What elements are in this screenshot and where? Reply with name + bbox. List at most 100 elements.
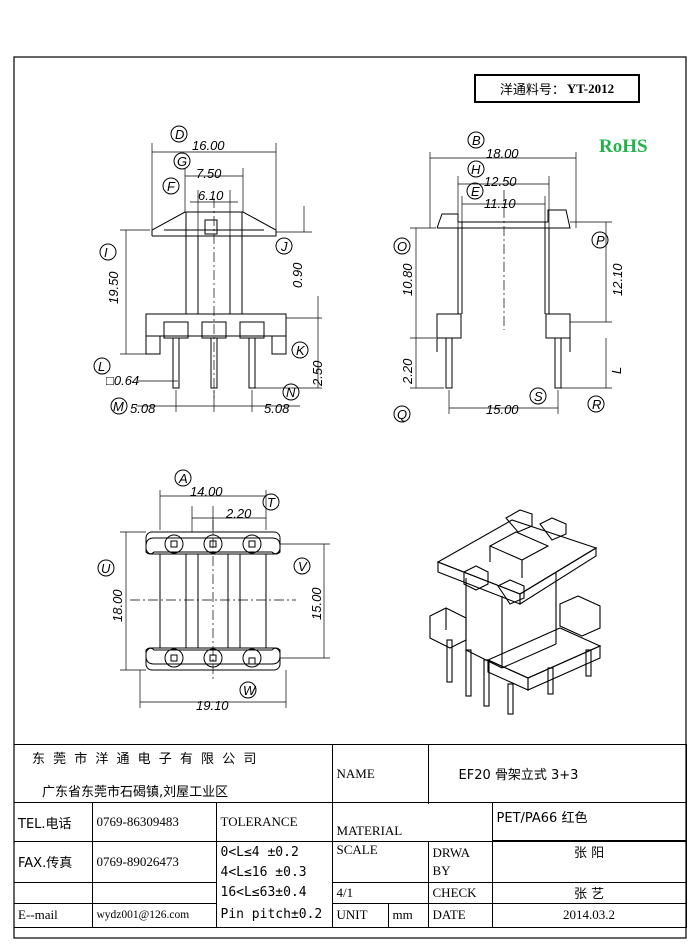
company-cell: 东 莞 市 洋 通 电 子 有 限 公 司 广东省东莞市石碣镇,刘屋工业区 [14,744,333,803]
tolerance-label: TOLERANCE [215,802,333,842]
name-label: NAME [331,744,429,803]
svg-text:D: D [175,127,184,142]
svg-text:M: M [113,399,124,414]
svg-text:Q: Q [397,407,407,422]
drawn-by-label: DRWA BY [427,841,493,883]
dim-l-value: L [609,367,624,374]
tel-label: TEL.电话 [14,802,93,842]
svg-text:J: J [280,239,288,254]
letter-m: M [110,397,128,415]
drawn-by-value: 张 阳 [491,841,687,883]
email-label: E--mail [14,902,93,928]
letter-k: K [291,341,309,359]
dim-v-value: 15.00 [309,587,324,620]
svg-text:V: V [298,559,308,574]
tolerance-pin-pitch: Pin pitch±0.2 [215,903,333,928]
svg-text:G: G [177,154,187,169]
svg-text:W: W [243,683,257,698]
letter-p: P [591,231,609,249]
side-view [410,152,612,414]
dim-h-value: 12.50 [484,174,517,189]
letter-r: R [587,395,605,413]
sheet-border [13,56,687,939]
svg-text:O: O [397,239,407,254]
dim-k-value: 2.50 [310,360,325,387]
part-number-box: 洋通料号： YT-2012 [474,74,640,103]
dim-t-value: 2.20 [225,506,252,521]
dim-q-value: 2.20 [400,358,415,385]
email-value: wydz001@126.com [91,902,217,928]
company-name: 东 莞 市 洋 通 电 子 有 限 公 司 [32,751,259,767]
svg-text:F: F [167,179,176,194]
dim-s-value: 15.00 [486,402,519,417]
letter-d: D [170,125,188,143]
dim-b-value: 18.00 [486,146,519,161]
letter-q: Q [393,405,411,423]
unit-label: UNIT [331,902,389,928]
rohs-mark: RoHS [599,136,648,157]
material-value: PET/PA66 红色 [491,802,687,841]
tolerance-range-1: 0<L≤4 ±0.2 [215,841,333,862]
letter-i: I [99,243,117,261]
dim-p-value: 12.10 [610,263,625,296]
svg-text:B: B [472,133,481,148]
svg-text:S: S [534,389,543,404]
svg-text:E: E [471,184,480,199]
bottom-view [120,490,330,708]
tolerance-range-3: 16<L≤63±0.4 [215,882,333,903]
svg-text:K: K [296,343,306,358]
name-value: EF20 骨架立式 3+3 [427,744,687,803]
dim-w-value: 19.10 [196,698,229,713]
scale-value: 4/1 [331,881,429,904]
dim-u-value: 18.00 [110,589,125,622]
dim-e-value: 11.10 [484,196,516,211]
dim-o-value: 10.80 [400,263,415,296]
date-value: 2014.03.2 [491,902,687,928]
letter-a: A [174,469,192,487]
letter-g: G [173,152,191,170]
material-label: MATERIAL [331,802,493,842]
svg-text:U: U [101,561,111,576]
letter-f: F [162,177,180,195]
letter-b: B [467,131,485,149]
part-number-label: 洋通料号： [499,83,565,98]
front-view [120,143,322,412]
svg-text:T: T [267,495,276,510]
svg-text:A: A [178,471,188,486]
dim-g-value: 7.50 [196,166,222,181]
letter-o: O [393,237,411,255]
letter-h: H [467,160,485,178]
svg-text:I: I [104,245,108,260]
letter-w: W [239,681,257,699]
svg-text:P: P [596,233,605,248]
letter-e: E [466,182,484,200]
letter-s: S [529,387,547,405]
tolerance-range-2: 4<L≤16 ±0.3 [215,862,333,882]
svg-text:N: N [286,385,296,400]
tel-value: 0769-86309483 [91,802,217,842]
dim-n-value: 5.08 [264,401,290,416]
scale-label: SCALE [331,841,429,883]
fax-value: 0769-89026473 [91,841,217,883]
letter-u: U [97,559,115,577]
check-value: 张 艺 [491,881,687,904]
isometric-view [429,509,602,715]
letter-j: J [275,237,293,255]
reference-letters: D G F I J K L M N B H E O P Q S R A T U … [93,125,609,699]
dim-j-value: 0.90 [290,262,305,288]
check-label: CHECK [427,881,493,904]
date-label: DATE [427,902,493,928]
dim-f-value: 6.10 [198,188,224,203]
dim-i-value: 19.50 [106,271,121,304]
letter-t: T [262,493,280,511]
fax-label: FAX.传真 [14,841,93,883]
letter-l: L [93,357,111,375]
dim-a-value: 14.00 [190,484,223,499]
title-block: 东 莞 市 洋 通 电 子 有 限 公 司 广东省东莞市石碣镇,刘屋工业区 NA… [14,744,687,928]
part-number-value: YT-2012 [566,80,615,96]
company-address: 广东省东莞市石碣镇,刘屋工业区 [42,784,229,800]
svg-text:L: L [98,359,105,374]
svg-text:H: H [471,162,481,177]
letter-v: V [293,557,311,575]
